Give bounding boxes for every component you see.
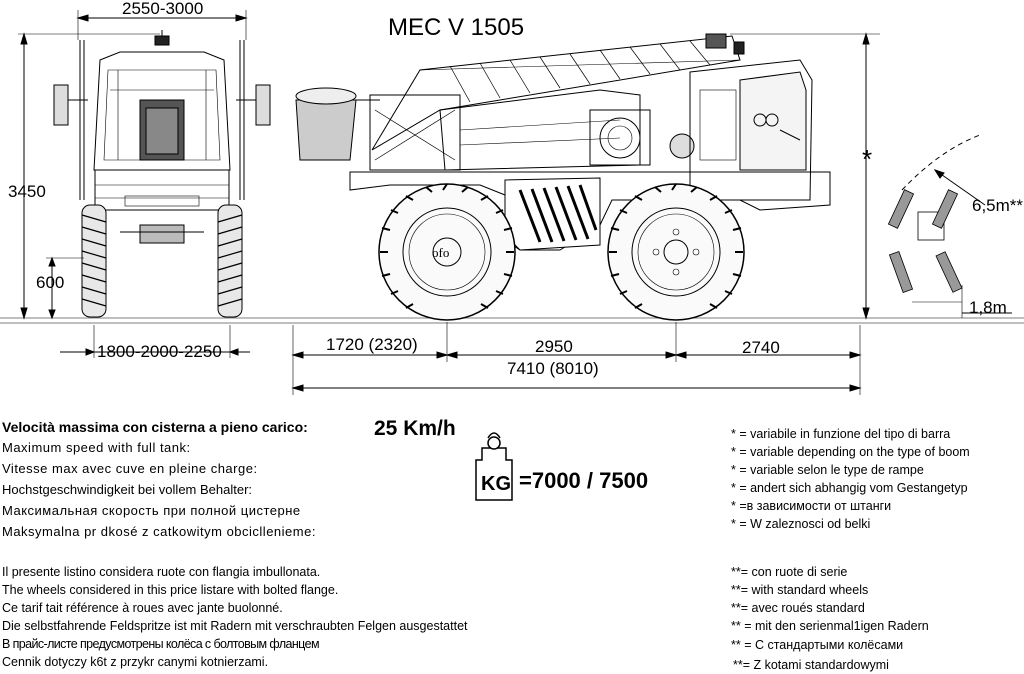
wheel-note-en: **= with standard wheels [731,583,869,597]
side-view [291,32,880,395]
boom-note-de: * = andert sich abhangig vom Gestangetyp [731,481,968,495]
boom-note-pl: * = W zaleznosci od belki [731,517,871,531]
flange-note-de: Die selbstfahrende Feldspritze ist mit R… [2,619,468,633]
speed-label-en: Maximum speed with full tank: [2,440,191,455]
page-title: MEC V 1505 [388,14,525,41]
dim-track: 1800-2000-2250 [97,342,222,361]
dim-min-width: 1,8m [969,298,1007,317]
speed-label-de: Hochstgeschwindigkeit bei vollem Behalte… [2,482,253,497]
flange-note-it: Il presente listino considera ruote con … [2,565,321,579]
flange-note-fr: Ce tarif tait référence à roues avec jan… [2,601,283,615]
asterisk-mark: * [862,144,873,174]
speed-label-it: Velocità massima con cisterna a pieno ca… [2,419,308,435]
dim-turn-radius: 6,5m** [972,196,1024,215]
wheel-note-de: ** = mit den serienmal1igen Radern [731,619,929,633]
logo-text: ofo [432,245,450,260]
flange-note-en: The wheels considered in this price list… [2,583,339,597]
speed-value: 25 Km/h [374,417,456,440]
turning-diagram [887,134,1012,318]
dim-height: 3450 [8,182,46,201]
weight-unit: KG [481,473,511,495]
dim-front-width: 2550-3000 [122,0,204,18]
speed-label-pl: Maksymalna pr dkosé z catkowitym obcicll… [2,524,316,539]
dim-total-length: 7410 (8010) [507,359,599,378]
dim-rear-overhang: 2740 [742,338,780,357]
wheel-note-it: **= con ruote di serie [731,565,848,579]
speed-label-fr: Vitesse max avec cuve en pleine charge: [2,461,258,476]
boom-note-ru: * =в зависимости от штанги [731,499,892,513]
boom-note-fr: * = variable selon le type de rampe [731,463,924,477]
boom-note-en: * = variable depending on the type of bo… [731,445,970,459]
front-view [0,10,1024,358]
wheel-note-pl: **= Z kotami standardowymi [733,658,889,672]
boom-note-it: * = variabile in funzione del tipo di ba… [731,427,951,441]
flange-note-ru: В прайс-листе предусмотрены колёса с бол… [2,637,320,651]
speed-label-ru: Максимальная скорость при полной цистерн… [2,503,301,518]
wheel-note-ru: ** = С стандартыми колёсами [731,638,904,652]
wheel-note-fr: **= avec roués standard [731,601,865,615]
dim-clearance: 600 [36,273,65,292]
dim-wheelbase: 2950 [535,337,573,356]
weight-value: =7000 / 7500 [519,468,649,493]
flange-note-pl: Cennik dotyczy k6t z przykr canymi kotni… [2,655,269,669]
weight-icon [475,432,513,501]
dim-front-overhang: 1720 (2320) [326,335,418,354]
